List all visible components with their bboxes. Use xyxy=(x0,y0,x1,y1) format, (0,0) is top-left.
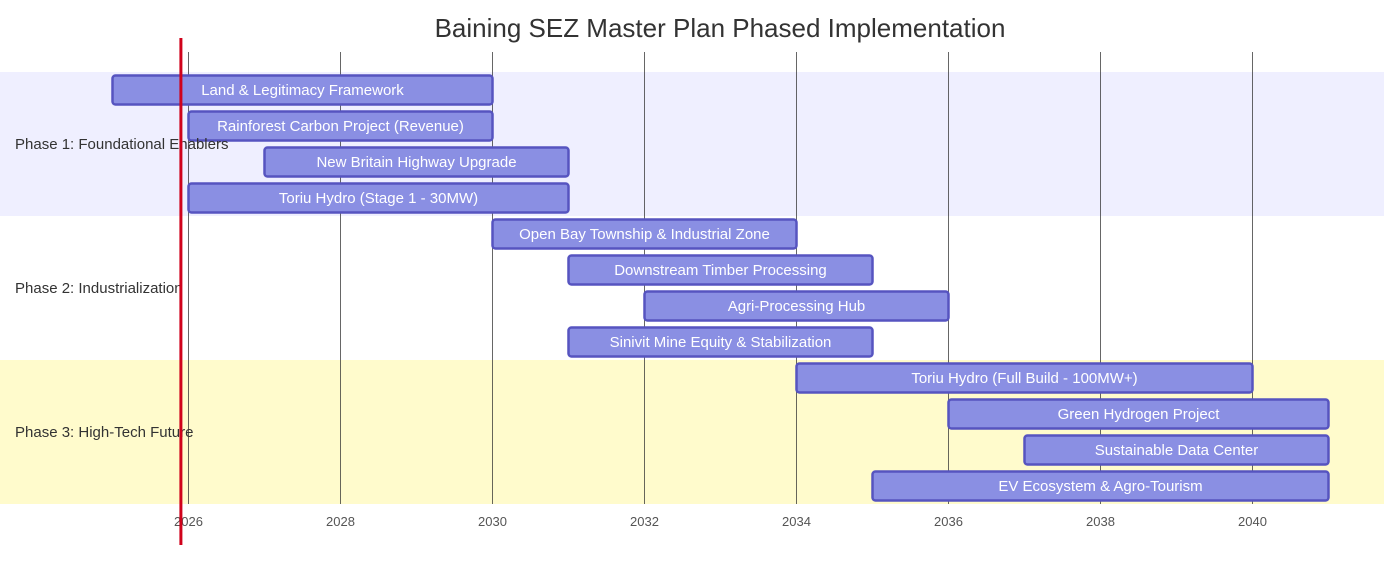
task-label: Sustainable Data Center xyxy=(1095,442,1258,459)
task-bar xyxy=(567,254,874,286)
task-label: EV Ecosystem & Agro-Tourism xyxy=(998,478,1202,495)
tick-label-2034: 2034 xyxy=(782,514,811,529)
task-label: Sinivit Mine Equity & Stabilization xyxy=(610,334,832,351)
task-label: Toriu Hydro (Full Build - 100MW+) xyxy=(911,370,1137,387)
x-axis-ticks: 2026 2028 2030 2032 2034 2036 2038 2040 xyxy=(174,514,1267,529)
task-label: Green Hydrogen Project xyxy=(1058,406,1221,423)
task-bar xyxy=(1023,434,1330,466)
task-bar xyxy=(187,110,494,142)
tick-label-2032: 2032 xyxy=(630,514,659,529)
tick-label-2040: 2040 xyxy=(1238,514,1267,529)
task-bar xyxy=(871,470,1330,502)
section-label-3: Phase 3: High-Tech Future xyxy=(15,424,193,441)
section-label-1: Phase 1: Foundational Enablers xyxy=(15,136,228,153)
tick-label-2036: 2036 xyxy=(934,514,963,529)
chart-title: Baining SEZ Master Plan Phased Implement… xyxy=(435,13,1006,43)
task-label: Downstream Timber Processing xyxy=(614,262,827,279)
task-bar xyxy=(795,362,1254,394)
task-bar xyxy=(643,290,950,322)
task-label: Toriu Hydro (Stage 1 - 30MW) xyxy=(279,190,478,207)
task-label: Rainforest Carbon Project (Revenue) xyxy=(217,118,464,135)
task-label: Agri-Processing Hub xyxy=(728,298,866,315)
task-label: Land & Legitimacy Framework xyxy=(201,82,404,99)
task-label: New Britain Highway Upgrade xyxy=(316,154,516,171)
section-label-2: Phase 2: Industrialization xyxy=(15,280,183,297)
task-bar xyxy=(263,146,570,178)
task-bar xyxy=(947,398,1330,430)
tick-label-2028: 2028 xyxy=(326,514,355,529)
task-bar xyxy=(187,182,570,214)
task-bar xyxy=(491,218,798,250)
task-label: Open Bay Township & Industrial Zone xyxy=(519,226,770,243)
task-bar xyxy=(111,74,494,106)
tick-label-2030: 2030 xyxy=(478,514,507,529)
task-bar xyxy=(567,326,874,358)
tick-label-2038: 2038 xyxy=(1086,514,1115,529)
tick-label-2026: 2026 xyxy=(174,514,203,529)
